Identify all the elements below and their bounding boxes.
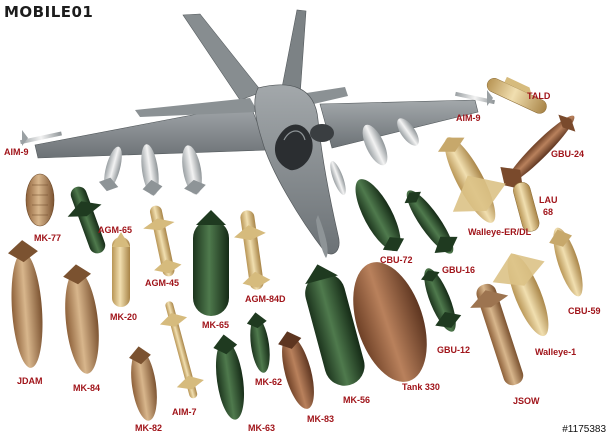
walleye-erdl-bomb bbox=[437, 137, 506, 223]
mk84-bomb bbox=[63, 264, 99, 374]
label-jdam: JDAM bbox=[17, 376, 43, 386]
fuel-tank-330 bbox=[353, 262, 427, 382]
gbu16-bomb bbox=[404, 190, 458, 254]
mk20-cluster-bomb bbox=[112, 232, 130, 307]
label-mk20: MK-20 bbox=[110, 312, 138, 322]
cbu72-bomb bbox=[355, 179, 405, 252]
label-agm45: AGM-45 bbox=[145, 278, 180, 288]
mk83-bomb bbox=[278, 331, 314, 409]
mk56-mine bbox=[305, 264, 365, 386]
mk63-mine bbox=[213, 334, 245, 420]
label-cbu59: CBU-59 bbox=[568, 306, 601, 316]
label-mk77: MK-77 bbox=[34, 233, 62, 243]
jdam-bomb bbox=[7, 240, 43, 368]
label-walleye1: Walleye-1 bbox=[535, 347, 577, 357]
jet-pylon-stores bbox=[98, 118, 419, 196]
image-id-watermark: #1175383 bbox=[562, 424, 606, 435]
mk65-mine bbox=[193, 210, 229, 316]
gbu12-bomb bbox=[420, 268, 462, 332]
label-mk62: MK-62 bbox=[255, 377, 283, 387]
mk62-mine bbox=[246, 312, 270, 373]
cbu59-cluster-bomb bbox=[549, 227, 583, 297]
aim9-left-missile bbox=[20, 130, 62, 146]
label-agm84d: AGM-84D bbox=[245, 294, 286, 304]
tald-decoy bbox=[486, 76, 547, 114]
label-mk83: MK-83 bbox=[307, 414, 335, 424]
mk77-fire-bomb bbox=[25, 173, 55, 227]
agm84d-missile bbox=[234, 210, 271, 290]
label-lau68-line2: 68 bbox=[543, 207, 554, 217]
label-aim9-left: AIM-9 bbox=[4, 147, 29, 157]
walleye1-bomb bbox=[492, 253, 549, 337]
mk82-bomb bbox=[129, 346, 157, 421]
agm65-missile bbox=[67, 186, 106, 254]
jsow-glide-weapon bbox=[470, 283, 524, 386]
label-gbu16: GBU-16 bbox=[442, 265, 476, 275]
label-aim7: AIM-7 bbox=[172, 407, 197, 417]
lau68-rocket-pod bbox=[513, 182, 540, 232]
label-jsow: JSOW bbox=[513, 396, 540, 406]
label-gbu24: GBU-24 bbox=[551, 149, 585, 159]
mobile01-logo: MOBILE01 bbox=[4, 3, 94, 21]
label-mk82: MK-82 bbox=[135, 423, 163, 433]
label-mk65: MK-65 bbox=[202, 320, 230, 330]
label-lau68-line1: LAU bbox=[539, 195, 558, 205]
label-mk63: MK-63 bbox=[248, 423, 276, 433]
aim9-right-missile bbox=[455, 90, 495, 106]
label-aim9-right: AIM-9 bbox=[456, 113, 481, 123]
label-cbu72: CBU-72 bbox=[380, 255, 413, 265]
label-walleye-erdl: Walleye-ER/DL bbox=[468, 227, 532, 237]
label-gbu12: GBU-12 bbox=[437, 345, 471, 355]
fighter-jet bbox=[34, 9, 479, 258]
label-tald: TALD bbox=[527, 91, 551, 101]
agm45-missile bbox=[143, 205, 182, 277]
label-mk56: MK-56 bbox=[343, 395, 371, 405]
aim7-missile bbox=[160, 301, 204, 399]
label-mk84: MK-84 bbox=[73, 383, 101, 393]
label-tank330: Tank 330 bbox=[402, 382, 440, 392]
label-agm65: AGM-65 bbox=[98, 225, 133, 235]
